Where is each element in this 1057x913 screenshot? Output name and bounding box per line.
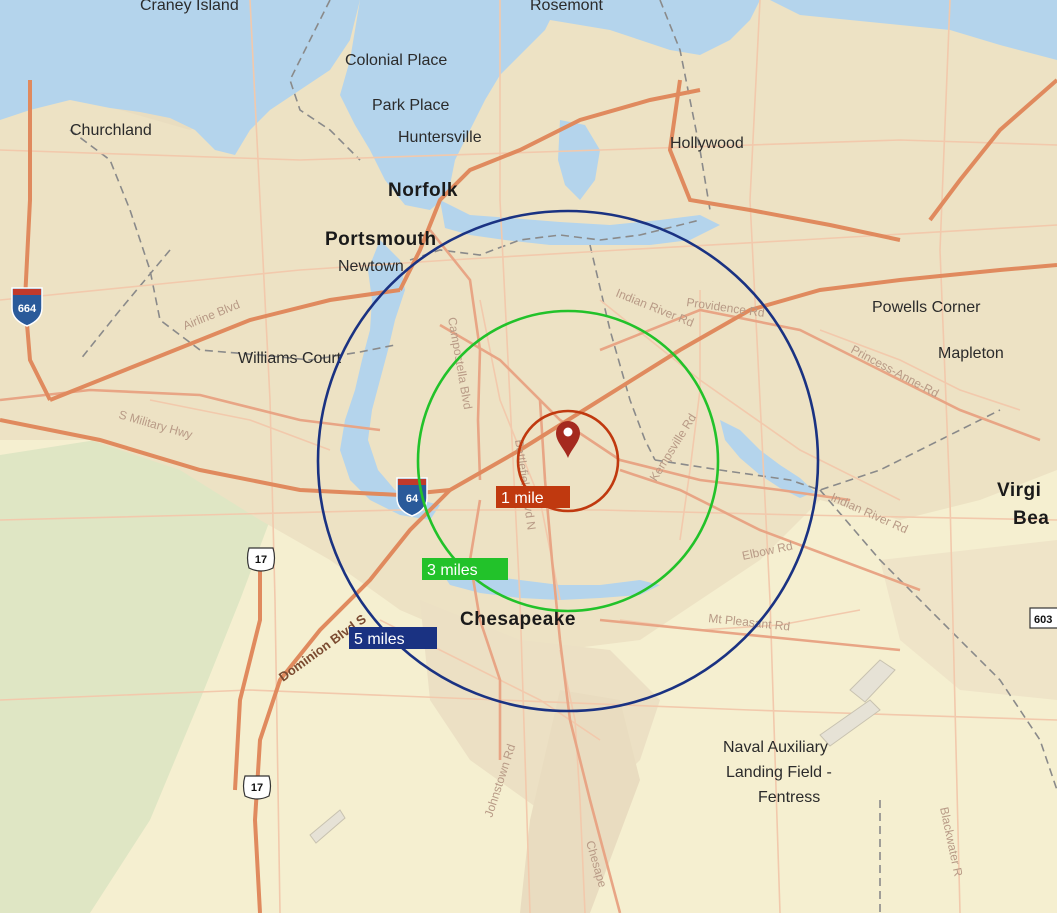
interstate-shield-icon [11,287,43,327]
wetland-area [0,430,270,913]
route-603-shield: 603 [1029,607,1057,629]
shield-603-number: 603 [1034,614,1052,626]
label-virginia-beach-line1: Virgi [997,480,1041,501]
us-route-shield-icon [242,775,272,800]
place-labels: Craney Island Rosemont Colonial Place Pa… [70,0,1049,806]
shield-17-north-number: 17 [255,554,267,566]
label-virginia-beach-line2: Bea [1013,508,1049,529]
state-route-shield-icon [1029,607,1057,629]
major-roads [0,229,1041,913]
radius-label-background [349,627,437,649]
label-newtown: Newtown [338,258,404,275]
label-hollywood: Hollywood [670,135,744,152]
us17-shield-north: 17 [246,547,276,572]
radius-ring-1-mile [516,409,620,513]
radius-ring-3-mile [416,309,720,613]
label-naval-line2: Landing Field - [726,764,832,781]
shield-64-number: 64 [406,493,419,505]
label-mapleton: Mapleton [938,345,1004,362]
radius-ring-5-mile [316,209,820,713]
label-powells-corner: Powells Corner [872,299,981,316]
label-naval-line3: Fentress [758,789,820,806]
label-huntersville: Huntersville [398,129,482,146]
label-craney-island: Craney Island [140,0,239,14]
label-park-place: Park Place [372,97,449,114]
radius-rings [316,209,820,713]
label-williams-court: Williams Court [238,350,342,367]
interstate-664-shield: 664 [11,287,43,327]
us17-shield-south: 17 [242,775,272,800]
location-marker[interactable] [556,421,580,458]
radius-label-background [496,486,570,508]
us-route-shield-icon [246,547,276,572]
label-churchland: Churchland [70,122,152,139]
naval-airfield [309,659,896,844]
radius-label-3-mile: 3 miles [422,558,508,580]
radius-label-5-mile: 5 miles [349,627,437,649]
map-pin-icon[interactable] [556,421,580,458]
label-rosemont: Rosemont [530,0,603,14]
radius-ring-labels: 1 mile 3 miles 5 miles [349,486,570,649]
radius-label-text: 3 miles [427,562,478,579]
radius-label-text: 5 miles [354,631,405,648]
radius-label-text: 1 mile [501,490,544,507]
label-chesapeake: Chesapeake [460,609,576,630]
shield-664-number: 664 [18,303,37,315]
boundary-lines [69,0,1057,913]
label-naval-line1: Naval Auxiliary [723,739,828,756]
label-portsmouth: Portsmouth [325,229,437,250]
label-colonial-place: Colonial Place [345,52,447,69]
radius-label-1-mile: 1 mile [496,486,570,508]
shield-17-south-number: 17 [251,782,263,794]
map-pin-dot [563,427,573,437]
radius-label-background [422,558,508,580]
label-norfolk: Norfolk [388,180,458,201]
